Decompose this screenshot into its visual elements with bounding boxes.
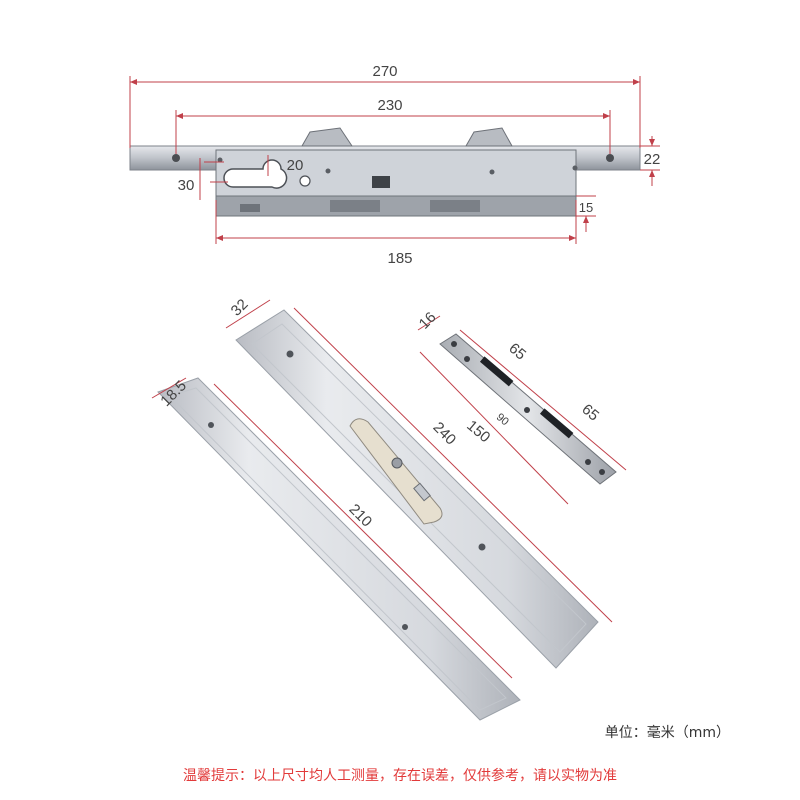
cover-plate-long-dimensions [225, 299, 613, 623]
units-label: 单位：毫米（mm） [604, 725, 730, 741]
strike-plate-dimensions [417, 315, 627, 505]
dim-strike-center-mark: 90 [494, 411, 511, 428]
dim-long-plate-length: 240 [429, 419, 459, 449]
dim-cylinder-offset: 20 [287, 157, 304, 174]
strike-hole-2 [464, 356, 470, 362]
lock-body-dimensions [129, 76, 660, 244]
mortise-lock-body [129, 127, 641, 217]
cover-plate-long-inner [251, 323, 587, 653]
dimension-arrows [130, 79, 655, 241]
case-rivet-4 [489, 169, 495, 175]
case-rivet-3 [325, 168, 331, 174]
cover-plate-long [235, 309, 599, 669]
handle-lever [413, 482, 431, 502]
faceplate-screw-hole-left [172, 154, 180, 162]
handle-pivot [391, 457, 403, 469]
case-lower-window-1 [240, 204, 260, 212]
case-lower-window-2 [330, 200, 380, 212]
cover-plate-short-dimensions [151, 377, 513, 679]
dim-hole-spacing: 230 [377, 97, 402, 114]
strike-plate [439, 333, 617, 485]
spindle-hole [299, 175, 311, 187]
dim-body-depth: 15 [579, 200, 593, 215]
strike-hole-1 [451, 341, 457, 347]
cover-plate-long-hole-top [286, 350, 294, 358]
dim-long-plate-width: 32 [228, 296, 252, 320]
cylinder-cutout [223, 159, 288, 189]
cover-plate-short-hole-top [208, 422, 214, 428]
disclaimer-note: 温馨提示：以上尺寸均人工测量，存在误差，仅供参考，请以实物为准 [183, 768, 617, 784]
dim-strike-segment-b: 65 [578, 401, 602, 425]
cover-plate-short [157, 377, 521, 721]
lock-case-lower [215, 195, 577, 217]
dim-strike-segment-a: 65 [505, 340, 529, 364]
strike-slot-2 [539, 408, 574, 439]
handle-slot [349, 418, 443, 525]
dim-body-length: 185 [387, 250, 412, 267]
case-slot [372, 176, 390, 188]
cover-plate-short-hole-bottom [402, 624, 408, 630]
case-lower-window-3 [430, 200, 480, 212]
strike-hole-3 [524, 407, 530, 413]
case-rivet-1 [217, 157, 223, 163]
latch-tongue-left [301, 127, 353, 147]
dim-total-length: 270 [372, 63, 397, 80]
cover-plate-long-hole-bottom [478, 543, 486, 551]
dim-backset: 30 [178, 177, 195, 194]
case-rivet-2 [572, 165, 578, 171]
strike-hole-4 [585, 459, 591, 465]
cover-plate-short-body [157, 377, 521, 721]
strike-hole-5 [599, 469, 605, 475]
strike-slot-1 [479, 356, 514, 387]
faceplate-screw-hole-right [606, 154, 614, 162]
latch-tongue-right [465, 127, 513, 147]
dim-faceplate-height: 22 [644, 151, 661, 168]
dim-strike-total: 150 [463, 417, 493, 446]
cover-plate-short-inner [169, 387, 507, 711]
dim-short-plate-length: 210 [345, 501, 375, 531]
